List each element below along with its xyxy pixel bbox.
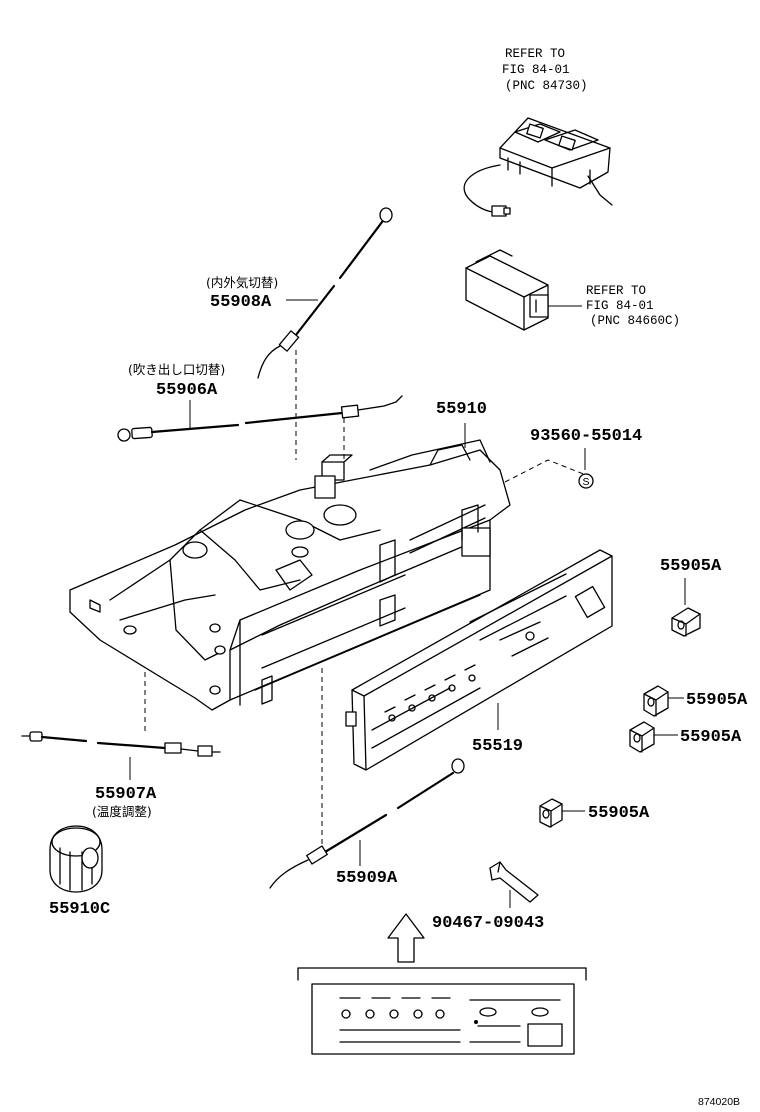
label-90467-09043: 90467-09043	[432, 914, 544, 933]
detail-panel-view	[311, 983, 575, 1055]
clamp-90467-drawing	[489, 861, 539, 903]
cable-55906a-drawing	[117, 395, 403, 442]
label-55910: 55910	[436, 400, 487, 419]
label-55905a-2: 55905A	[686, 691, 748, 710]
clip-55905a-3-drawing	[629, 721, 655, 753]
label-55908a: 55908A	[210, 293, 272, 312]
label-55905a-4: 55905A	[588, 804, 650, 823]
ref-top-line2: FIG 84-01	[502, 63, 570, 77]
clip-55905a-4-drawing	[539, 798, 563, 828]
ref-top-line1: REFER TO	[505, 47, 565, 61]
drawing-code: 874020B	[698, 1096, 740, 1108]
label-55905a-1: 55905A	[660, 557, 722, 576]
ref-top-line3: (PNC 84730)	[505, 79, 588, 93]
ref-mid-line1: REFER TO	[586, 284, 646, 298]
label-55906a: 55906A	[156, 381, 218, 400]
ref-mid-line3: (PNC 84660C)	[590, 314, 680, 328]
label-55907a: 55907A	[95, 785, 157, 804]
push-switch-drawing	[465, 249, 549, 331]
screw-symbol	[578, 473, 594, 489]
detail-bracket	[297, 967, 587, 981]
label-55910c: 55910C	[49, 900, 110, 919]
label-55905a-3: 55905A	[680, 728, 742, 747]
label-55519: 55519	[472, 737, 523, 756]
note-55906a: (吹き出し口切替)	[128, 362, 225, 377]
cable-55909a-drawing	[269, 758, 465, 889]
knob-55910c-drawing	[49, 825, 103, 893]
cable-55908a-drawing	[257, 207, 393, 379]
note-55907a: (温度調整)	[92, 804, 152, 819]
label-93560-55014: 93560-55014	[530, 427, 642, 446]
control-base-55910-drawing	[69, 439, 511, 711]
label-55909a: 55909A	[336, 869, 398, 888]
note-55908a: (内外気切替)	[206, 275, 278, 290]
clip-55905a-1-drawing	[671, 607, 701, 637]
ref-mid-line2: FIG 84-01	[586, 299, 654, 313]
face-panel-55519-drawing	[345, 549, 613, 771]
cable-55907a-drawing	[21, 731, 221, 757]
screw-symbol-letter: S	[583, 476, 590, 488]
view-arrow	[387, 913, 425, 963]
control-switch-assembly-drawing	[463, 117, 613, 217]
clip-55905a-2-drawing	[643, 685, 669, 717]
guide-line-93560	[504, 459, 587, 483]
